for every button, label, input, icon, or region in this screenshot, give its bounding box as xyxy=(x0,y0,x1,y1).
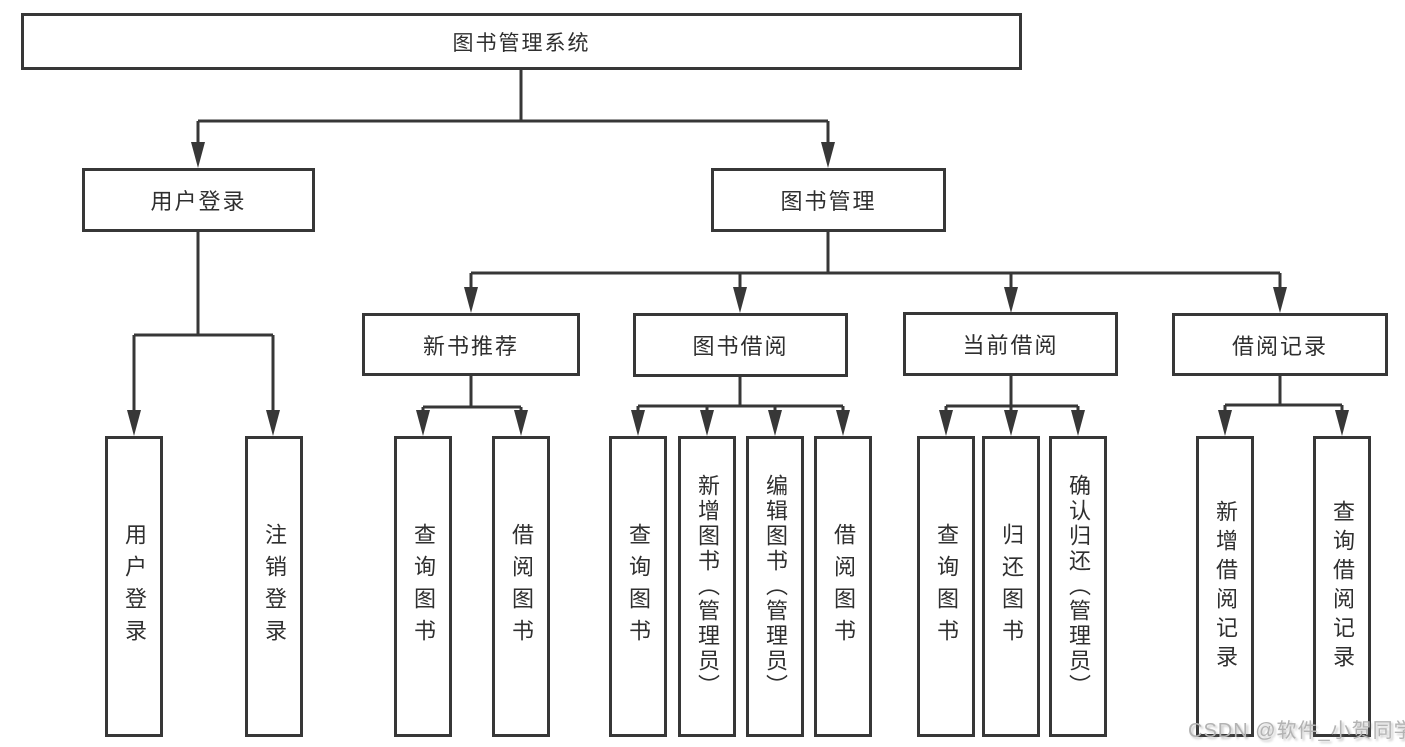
leaf-add-borrow-record: 新增借阅记录 xyxy=(1196,436,1254,737)
leaf-borrow-books-borrowing: 借阅图书 xyxy=(814,436,872,737)
leaf-query-borrow-record-label: 查询借阅记录 xyxy=(1330,499,1355,674)
leaf-query-books-recommend-label: 查询图书 xyxy=(411,522,436,651)
node-borrowing-records: 借阅记录 xyxy=(1172,313,1388,376)
leaf-logout-login: 注销登录 xyxy=(245,436,303,737)
leaf-borrow-books-recommend-label: 借阅图书 xyxy=(509,522,534,651)
node-book-borrowing: 图书借阅 xyxy=(633,313,848,377)
node-new-book-recommendation: 新书推荐 xyxy=(362,313,580,376)
leaf-user-login: 用户登录 xyxy=(105,436,163,737)
node-root-label: 图书管理系统 xyxy=(452,31,591,55)
leaf-return-books-label: 归还图书 xyxy=(999,522,1024,651)
leaf-edit-book-admin-label: 编辑图书（管理员） xyxy=(763,474,788,699)
leaf-query-books-borrowing-label: 查询图书 xyxy=(626,522,651,651)
leaf-add-borrow-record-label: 新增借阅记录 xyxy=(1213,499,1238,674)
node-new-book-recommendation-label: 新书推荐 xyxy=(422,333,519,359)
leaf-borrow-books-borrowing-label: 借阅图书 xyxy=(831,522,856,651)
leaf-query-borrow-record: 查询借阅记录 xyxy=(1313,436,1371,737)
leaf-confirm-return-admin: 确认归还（管理员） xyxy=(1049,436,1107,737)
node-current-borrowing-label: 当前借阅 xyxy=(962,333,1059,358)
node-current-borrowing: 当前借阅 xyxy=(903,312,1118,376)
leaf-logout-login-label: 注销登录 xyxy=(262,522,287,651)
leaf-add-book-admin: 新增图书（管理员） xyxy=(678,436,736,737)
leaf-query-books-current: 查询图书 xyxy=(917,436,975,737)
node-borrowing-records-label: 借阅记录 xyxy=(1231,333,1328,359)
leaf-user-login-label: 用户登录 xyxy=(122,522,147,651)
leaf-query-books-current-label: 查询图书 xyxy=(934,522,959,651)
leaf-borrow-books-recommend: 借阅图书 xyxy=(492,436,550,737)
leaf-edit-book-admin: 编辑图书（管理员） xyxy=(746,436,804,737)
leaf-query-books-recommend: 查询图书 xyxy=(394,436,452,737)
node-book-management: 图书管理 xyxy=(711,168,946,232)
node-user-login-label: 用户登录 xyxy=(150,189,247,214)
node-user-login: 用户登录 xyxy=(82,168,315,232)
node-book-management-label: 图书管理 xyxy=(780,189,877,214)
leaf-confirm-return-admin-label: 确认归还（管理员） xyxy=(1066,474,1091,699)
leaf-query-books-borrowing: 查询图书 xyxy=(609,436,667,737)
leaf-return-books: 归还图书 xyxy=(982,436,1040,737)
node-root: 图书管理系统 xyxy=(21,13,1022,70)
leaf-add-book-admin-label: 新增图书（管理员） xyxy=(695,474,720,699)
watermark: CSDN @软件_小贺同学 xyxy=(1188,720,1405,742)
node-book-borrowing-label: 图书借阅 xyxy=(692,334,789,359)
